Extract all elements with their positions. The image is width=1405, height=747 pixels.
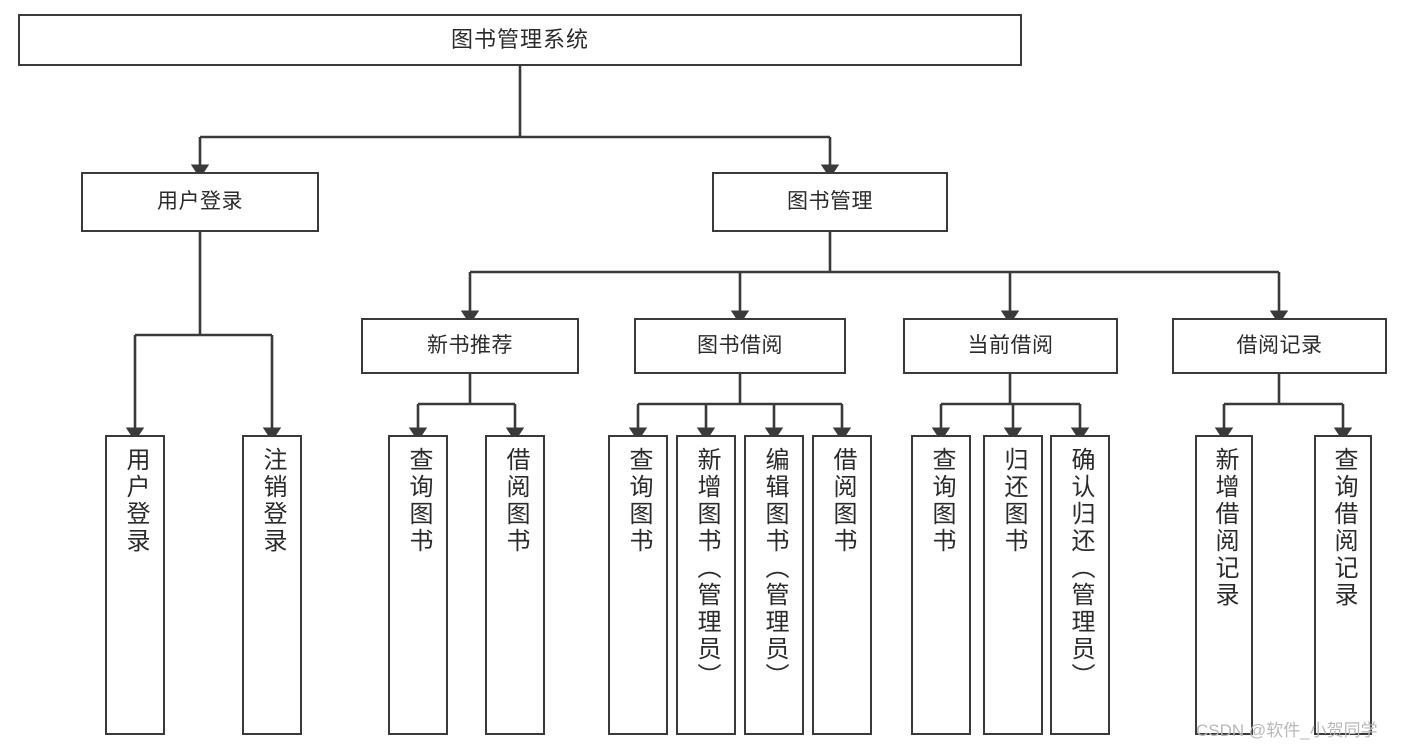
node-borrow-record: 借阅记录	[1172, 318, 1387, 374]
node-leaf-rec-add: 新增借阅记录	[1195, 435, 1253, 735]
node-leaf-borrow-query: 查询图书	[608, 435, 668, 735]
node-leaf-rec-borrow: 借阅图书	[485, 435, 545, 735]
node-label: 新书推荐	[427, 334, 513, 358]
node-label: 新增借阅记录	[1211, 447, 1238, 609]
node-label: 借阅图书	[829, 447, 856, 555]
node-leaf-user-login: 用户登录	[105, 435, 165, 735]
node-label: 当前借阅	[967, 334, 1054, 358]
node-leaf-borrow-edit: 编辑图书（管理员）	[744, 435, 804, 735]
csdn-watermark: CSDN @软件_小贺同学	[1196, 721, 1378, 740]
node-label: 图书管理系统	[450, 26, 589, 52]
node-leaf-user-logout: 注销登录	[242, 435, 302, 735]
node-label: 编辑图书（管理员）	[761, 447, 788, 690]
node-leaf-rec-query: 查询图书	[388, 435, 448, 735]
node-leaf-cur-confirm: 确认归还（管理员）	[1050, 435, 1110, 735]
node-label: 确认归还（管理员）	[1067, 447, 1094, 690]
node-label: 图书借阅	[697, 334, 783, 358]
node-user-login: 用户登录	[81, 172, 319, 232]
node-label: 查询图书	[625, 447, 652, 555]
node-leaf-borrow-lend: 借阅图书	[812, 435, 872, 735]
node-book-manage: 图书管理	[712, 172, 948, 232]
node-leaf-rec-search: 查询借阅记录	[1314, 435, 1372, 735]
node-leaf-borrow-add: 新增图书（管理员）	[676, 435, 736, 735]
node-label: 新增图书（管理员）	[693, 447, 720, 690]
node-label: 查询借阅记录	[1330, 447, 1357, 609]
node-label: 借阅图书	[502, 447, 529, 555]
node-label: 查询图书	[405, 447, 432, 555]
node-label: 查询图书	[928, 447, 955, 555]
node-label: 图书管理	[787, 190, 873, 214]
node-root: 图书管理系统	[18, 14, 1022, 66]
node-label: 用户登录	[122, 447, 149, 555]
node-label: 注销登录	[259, 447, 286, 555]
node-new-book-rec: 新书推荐	[361, 318, 579, 374]
node-book-borrow: 图书借阅	[634, 318, 846, 374]
node-label: 归还图书	[1000, 447, 1027, 555]
connector-group	[125, 66, 1353, 442]
node-label: 借阅记录	[1236, 334, 1323, 358]
node-leaf-cur-query: 查询图书	[911, 435, 971, 735]
node-leaf-cur-return: 归还图书	[983, 435, 1043, 735]
node-current-borrow: 当前借阅	[903, 318, 1118, 374]
node-label: 用户登录	[157, 190, 243, 214]
